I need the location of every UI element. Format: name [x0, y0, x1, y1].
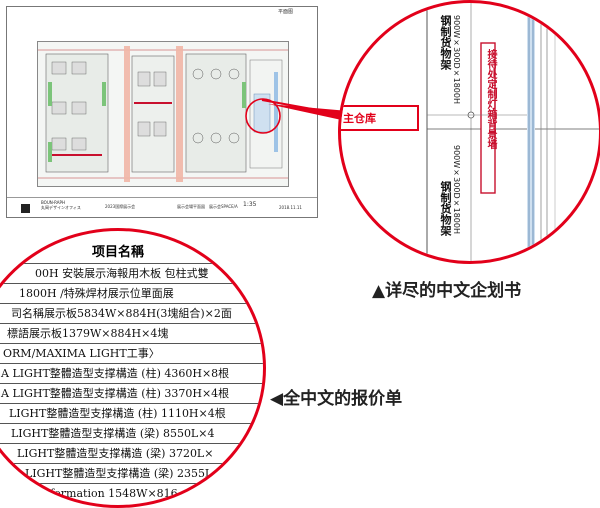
row-text: LIGHT整體造型支撑構造 (柱) 1110H×4根: [9, 407, 226, 420]
shelf-top-dims: 900W×300D×1800H: [452, 15, 461, 104]
row-text: LIGHT整體造型支撑構造 (梁) 3720L×: [17, 447, 214, 460]
row-text: 司名稱展示板5834W×884H(3塊組合)×2面: [11, 307, 232, 320]
space-label: 展示会SPACE/A: [209, 204, 238, 209]
row-text: LIGHT整體造型支撑構造 (梁) 2355L: [25, 467, 213, 480]
location-label: 主仓库: [343, 112, 376, 125]
shelf-top-label: 钢制货物架: [439, 15, 452, 70]
company-logo: [21, 204, 30, 213]
quotation-circle: 项目名稱 00H 安裝展示海報用木板 包柱式雙 1800H /特殊焊材展示位單面…: [0, 228, 266, 508]
table-row: LIGHT整體造型支撑構造 (柱) 1110H×4根: [0, 403, 263, 424]
plan-caption: ▲详尽的中文企划书: [372, 281, 522, 301]
drawing-scale: 1:35: [243, 201, 257, 208]
table-row: A LIGHT整體造型支撑構造 (柱) 3370H×4根: [0, 383, 263, 404]
floor-plan-sheet: 平面图: [6, 6, 318, 218]
drawing-date: 2018.11.11: [279, 205, 302, 210]
row-text: 1800H /特殊焊材展示位單面展: [19, 287, 174, 300]
floor-plan-graphic: [38, 46, 288, 182]
row-text: 標語展示板1379W×884H×4塊: [7, 327, 169, 340]
shelf-bottom-label: 钢制货物架: [439, 181, 452, 236]
wall-note: 接待处定制灯箱背景墙: [485, 49, 496, 149]
table-row: nformation 1548W×816: [0, 483, 263, 504]
quote-column-header: 项目名稱: [91, 245, 144, 260]
sheet-title: 平面图: [277, 9, 293, 15]
row-text: nformation 1548W×816: [43, 487, 178, 500]
table-row: LIGHT整體造型支撑構造 (梁) 3720L×: [0, 443, 263, 464]
location-label-box: 主仓库: [341, 105, 419, 131]
table-row: LIGHT整體造型支撑構造 (梁) 8550L×4: [0, 423, 263, 444]
floor-plan-drawing: [37, 41, 289, 187]
project-name: 2023国際展示会: [105, 204, 136, 209]
table-row: 標語展示板1379W×884H×4塊: [0, 323, 263, 344]
table-row: 1800H /特殊焊材展示位單面展: [0, 283, 263, 304]
zoom-detail-graphic: [426, 3, 599, 261]
table-row: LIGHT整體造型支撑構造 (梁) 2355L: [0, 463, 263, 484]
row-text: ORM/MAXIMA LIGHT工事〉: [3, 347, 160, 360]
table-row: 司名稱展示板5834W×884H(3塊組合)×2面: [0, 303, 263, 324]
quote-caption: ◀全中文的报价单: [270, 389, 403, 409]
table-row: A LIGHT整體造型支撑構造 (柱) 4360H×8根: [0, 363, 263, 384]
zoom-detail-circle: 主仓库 钢制货物架 900W×300D×1800H 接待处定制灯箱背景墙 钢制货…: [338, 0, 600, 264]
table-row: ORM/MAXIMA LIGHT工事〉: [0, 343, 263, 364]
drawing-name: 展示会場平面図: [177, 204, 205, 209]
shelf-bottom-dims: 900W×300D×1800H: [452, 145, 461, 234]
row-text: A LIGHT整體造型支撑構造 (柱) 3370H×4根: [1, 387, 230, 400]
title-block: BOUN-RAPH 丸岡デザインオフィス 2023国際展示会 展示会場平面図 展…: [7, 197, 317, 217]
table-row: 00H 安裝展示海報用木板 包柱式雙: [0, 263, 263, 284]
company-name: BOUN-RAPH 丸岡デザインオフィス: [41, 200, 81, 210]
row-text: LIGHT整體造型支撑構造 (梁) 8550L×4: [11, 427, 215, 440]
row-text: A LIGHT整體造型支撑構造 (柱) 4360H×8根: [1, 367, 230, 380]
row-text: 00H 安裝展示海報用木板 包柱式雙: [35, 267, 209, 280]
